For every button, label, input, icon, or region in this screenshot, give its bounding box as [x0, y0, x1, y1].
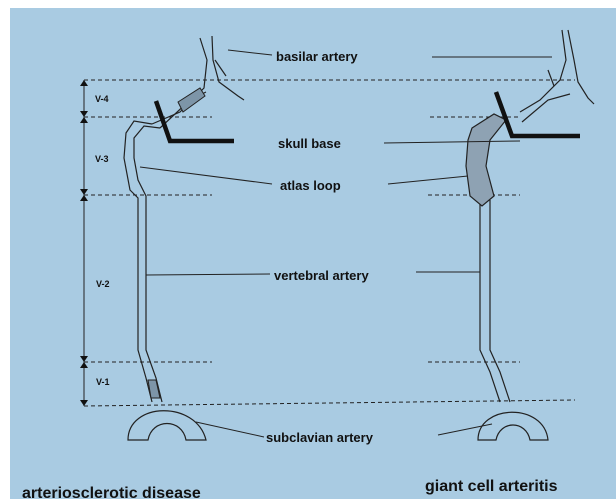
level-line-bottom [84, 400, 575, 406]
label-vertebral-artery: vertebral artery [274, 268, 369, 283]
label-skull-base: skull base [278, 136, 341, 151]
right-vessel [480, 30, 594, 402]
segment-v1: V-1 [96, 377, 110, 387]
subclavian-leader-left [196, 422, 264, 437]
left-stenosis-hatch [178, 88, 205, 112]
label-atlas-loop: atlas loop [280, 178, 341, 193]
vertebral-leader-left [146, 274, 270, 275]
segment-v4: V-4 [95, 94, 109, 104]
label-basilar-artery: basilar artery [276, 49, 358, 64]
left-vessel [124, 36, 244, 402]
segment-v2: V-2 [96, 279, 110, 289]
atlas-leader-right [388, 176, 468, 184]
label-subclavian-artery: subclavian artery [266, 430, 374, 445]
right-skull-base [496, 92, 580, 136]
right-wall-thickening [466, 114, 506, 206]
caption-giant-cell: giant cell arteritis [425, 478, 558, 495]
caption-arteriosclerotic: arteriosclerotic disease [22, 485, 201, 499]
basilar-leader-left [228, 50, 272, 55]
atlas-leader-left [140, 167, 272, 184]
segment-v3: V-3 [95, 154, 109, 164]
skull-leader-right [384, 141, 520, 143]
left-subclavian-arch [128, 411, 206, 440]
right-subclavian-arch [478, 412, 548, 440]
